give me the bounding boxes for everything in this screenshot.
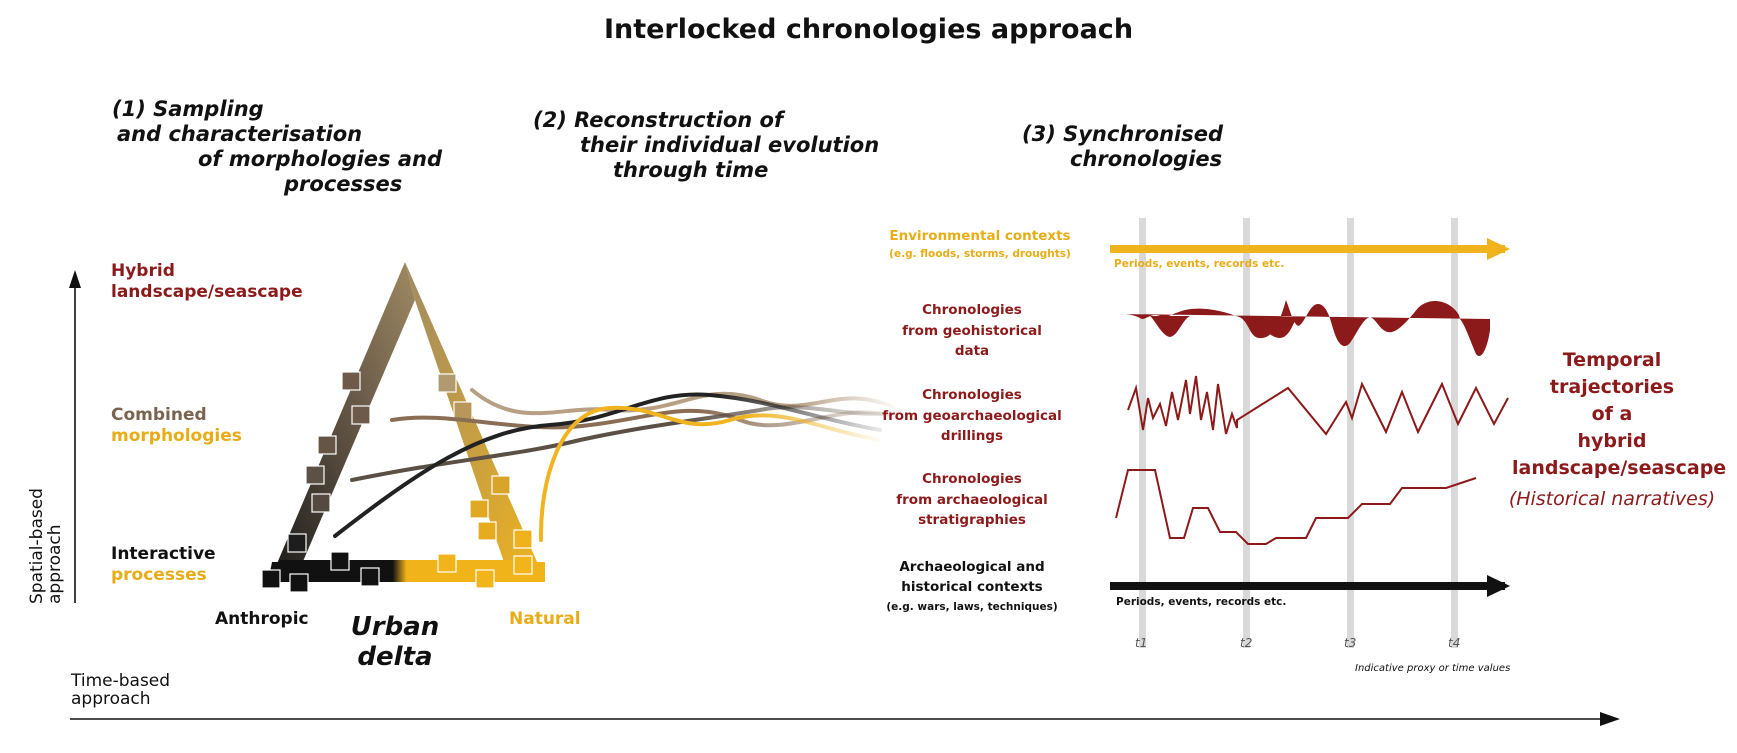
- env-contexts-line-2: (e.g. floods, storms, droughts): [889, 248, 1071, 260]
- env-contexts-line-1: Environmental contexts: [889, 228, 1071, 244]
- geoarchaeological-zigzag: [1127, 375, 1509, 436]
- evolution-curves: [333, 388, 902, 542]
- urban-delta-line-1: Urban: [350, 612, 440, 642]
- step-1-line-2: and characterisation: [117, 122, 363, 146]
- result-label: Temporal trajectories of a hybrid landsc…: [1512, 347, 1727, 482]
- natural-label: Natural: [509, 609, 581, 629]
- step-1-heading: (1) Sampling and characterisation of mor…: [112, 97, 442, 197]
- level-hybrid-line-2: landscape/seascape: [111, 282, 303, 302]
- geohistorical-label: Chronologies from geohistorical data: [872, 300, 1072, 362]
- level-interactive-line-2: processes: [111, 565, 207, 585]
- y-axis-label-line-1: Spatial-based: [27, 488, 47, 604]
- level-combined: Combined morphologies: [111, 405, 242, 447]
- archaeological-arrow: [1110, 575, 1510, 597]
- anthropic-label: Anthropic: [215, 609, 309, 629]
- step-3-heading: (3) Synchronised chronologies: [1022, 122, 1223, 172]
- urban-delta-triangle: [268, 262, 545, 582]
- geohistorical-line-3: data: [954, 343, 990, 359]
- diagram-title: Interlocked chronologies approach: [603, 14, 1134, 45]
- tick-t1: t1: [1135, 636, 1148, 650]
- time-bars: [1139, 218, 1458, 648]
- step-2-heading: (2) Reconstruction of their individual e…: [533, 108, 879, 183]
- geohistorical-wave: [1120, 300, 1490, 357]
- archaeo-contexts-line-1: Archaeological and: [899, 559, 1045, 575]
- tick-t4: t4: [1448, 636, 1461, 650]
- step-1-line-4: processes: [284, 172, 403, 196]
- historical-narratives-note: (Historical narratives): [1508, 488, 1716, 510]
- tick-t3: t3: [1344, 636, 1357, 650]
- geohistorical-line-2: from geohistorical: [902, 322, 1042, 339]
- archaeo-contexts-label: Archaeological and historical contexts (…: [872, 557, 1072, 617]
- stratigraphies-line: [1115, 469, 1477, 545]
- geoarchaeological-line-2: from geoarchaeological: [882, 407, 1062, 424]
- result-line-3: of a: [1591, 403, 1633, 425]
- urban-delta-label: Urban delta: [340, 612, 450, 672]
- x-axis-label: Time-based approach: [71, 672, 170, 708]
- result-line-2: trajectories: [1549, 376, 1675, 398]
- y-axis-label: Spatial-based approach: [27, 474, 65, 604]
- sample-squares: [261, 371, 533, 593]
- level-combined-line-1: Combined: [111, 405, 207, 425]
- step-2-line-1: (2) Reconstruction of: [533, 108, 784, 132]
- level-interactive: Interactive processes: [111, 544, 216, 586]
- tick-t2: t2: [1240, 636, 1253, 650]
- step-2-line-2: their individual evolution: [580, 133, 880, 157]
- y-axis: [69, 270, 81, 603]
- result-line-4: hybrid: [1577, 430, 1647, 452]
- x-axis: [70, 712, 1620, 726]
- archaeo-arrow-label: Periods, events, records etc.: [1116, 596, 1287, 608]
- archaeo-contexts-line-3: (e.g. wars, laws, techniques): [886, 601, 1058, 613]
- step-3-line-2: chronologies: [1070, 147, 1223, 171]
- geoarchaeological-label: Chronologies from geoarchaeological dril…: [872, 385, 1072, 447]
- step-1-line-1: (1) Sampling: [112, 97, 264, 121]
- step-2-line-3: through time: [613, 158, 769, 182]
- step-1-line-3: of morphologies and: [198, 147, 443, 171]
- stratigraphies-line-3: stratigraphies: [918, 512, 1026, 528]
- result-line-1: Temporal: [1562, 349, 1662, 371]
- x-axis-label-line-1: Time-based: [71, 671, 171, 691]
- env-arrow-label: Periods, events, records etc.: [1114, 258, 1285, 270]
- environmental-arrow: [1110, 238, 1510, 260]
- stratigraphies-line-1: Chronologies: [922, 471, 1022, 487]
- y-axis-label-line-2: approach: [45, 524, 65, 604]
- stratigraphies-label: Chronologies from archaeological stratig…: [872, 469, 1072, 531]
- archaeo-contexts-line-2: historical contexts: [901, 579, 1043, 595]
- env-contexts-label: Environmental contexts (e.g. floods, sto…: [880, 227, 1080, 263]
- geoarchaeological-line-1: Chronologies: [922, 387, 1022, 403]
- x-axis-label-line-2: approach: [71, 689, 151, 709]
- level-interactive-line-1: Interactive: [111, 544, 216, 564]
- level-combined-line-2: morphologies: [111, 426, 242, 446]
- step-3-line-1: (3) Synchronised: [1022, 122, 1223, 146]
- proxy-note: Indicative proxy or time values: [1355, 663, 1511, 674]
- geoarchaeological-line-3: drillings: [940, 428, 1004, 444]
- level-hybrid: Hybrid landscape/seascape: [111, 261, 303, 303]
- urban-delta-line-2: delta: [357, 642, 433, 672]
- stratigraphies-line-2: from archaeological: [896, 491, 1048, 508]
- level-hybrid-line-1: Hybrid: [111, 261, 175, 281]
- result-line-5: landscape/seascape: [1512, 457, 1727, 479]
- geohistorical-line-1: Chronologies: [922, 302, 1022, 318]
